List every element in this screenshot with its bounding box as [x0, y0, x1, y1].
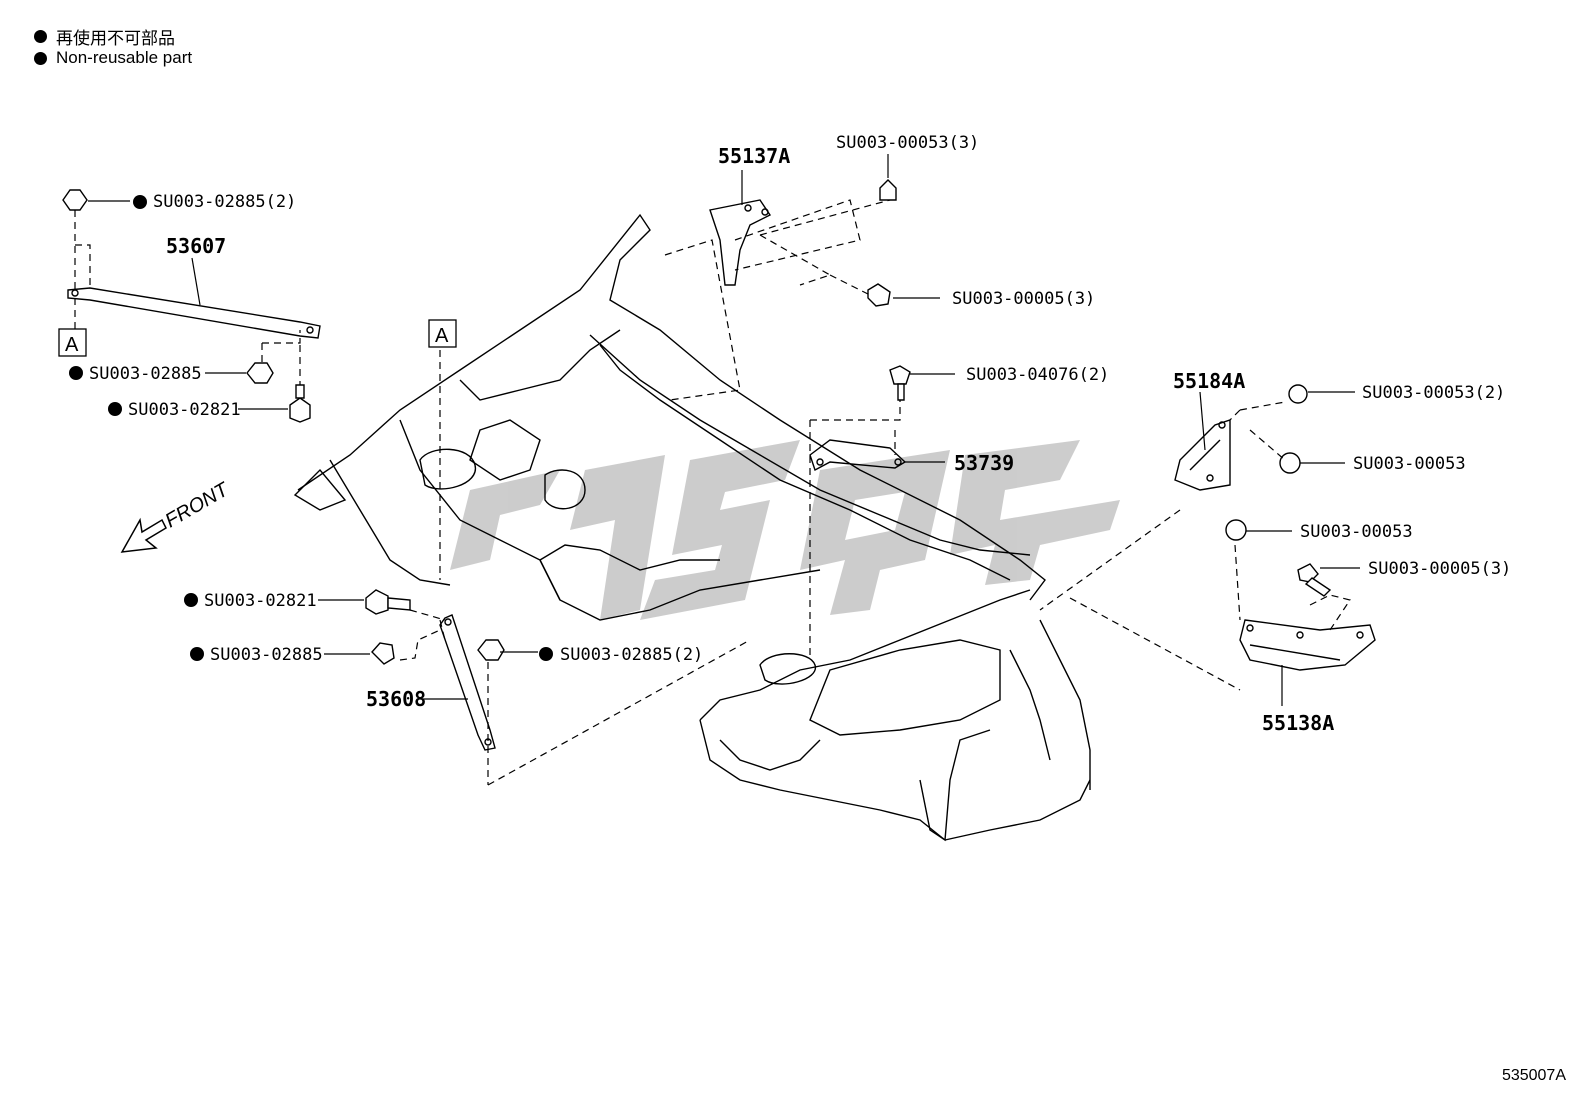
assembly-guide-lines [74, 199, 1351, 786]
front-direction-arrow: FRONT [120, 478, 234, 553]
bracket-53739 [809, 439, 907, 472]
fastener-label: SU003-02885(2) [560, 645, 703, 665]
bracket-55137A [709, 199, 772, 286]
non-reusable-dot-icon [184, 593, 198, 607]
nut-icon [371, 642, 395, 665]
non-reusable-bullet-icon [34, 30, 47, 43]
fastener-label: SU003-02821 [128, 400, 241, 420]
nut-icon [879, 179, 897, 201]
bolt-icon [897, 383, 905, 401]
non-reusable-dot-icon [133, 195, 147, 209]
part-label-53607: 53607 [166, 234, 226, 258]
callout-box-left: A [58, 328, 87, 357]
legend-item-japanese: 再使用不可部品 [34, 24, 175, 49]
non-reusable-dot-icon [69, 366, 83, 380]
nut-icon [246, 362, 274, 384]
non-reusable-dot-icon [108, 402, 122, 416]
fastener-label: SU003-02885 [89, 364, 202, 384]
fastener-label: SU003-00005(3) [952, 289, 1095, 309]
fastener-label: SU003-02821 [204, 591, 317, 611]
part-label-55184A: 55184A [1173, 369, 1245, 393]
non-reusable-bullet-icon [34, 51, 47, 65]
fastener-label: SU003-02885 [210, 645, 323, 665]
bolt-icon [889, 365, 911, 385]
fastener-label: SU003-00053(3) [836, 133, 979, 153]
diagram-code: 535007A [1501, 1067, 1566, 1084]
washer-icon [1279, 452, 1301, 474]
front-label: FRONT [162, 478, 234, 532]
part-label-55137A: 55137A [718, 144, 790, 168]
bolt-icon [387, 597, 411, 611]
fastener-labels: SU003-02885(2) SU003-02885 SU003-02821 S… [89, 133, 1511, 665]
watermark-logo [450, 440, 1120, 620]
part-label-53739: 53739 [954, 451, 1014, 475]
fastener-label: SU003-02885(2) [153, 192, 296, 212]
strut-53608 [439, 614, 496, 751]
arrow-icon [120, 517, 167, 553]
part-label-53608: 53608 [366, 687, 426, 711]
bracket-55138A [1239, 619, 1376, 671]
legend-text-japanese: 再使用不可部品 [56, 29, 175, 48]
nut-icon [62, 189, 88, 211]
fastener-label: SU003-00053 [1353, 454, 1466, 474]
fastener-label: SU003-00005(3) [1368, 559, 1511, 579]
washer-icon [1288, 384, 1308, 404]
part-label-55138A: 55138A [1262, 711, 1334, 735]
callout-box-center: A [428, 319, 457, 348]
washer-icon [1225, 519, 1247, 541]
bracket-55184A [1174, 419, 1231, 491]
bolt-icon [1297, 563, 1319, 583]
bolt-icon [295, 384, 305, 399]
legend-text-english: Non-reusable part [56, 48, 193, 67]
fastener-label: SU003-00053 [1300, 522, 1413, 542]
strut-53607 [67, 287, 321, 339]
fastener-label: SU003-04076(2) [966, 365, 1109, 385]
vehicle-body-structure [293, 213, 1091, 842]
bolt-icon [1304, 577, 1332, 597]
leader-lines [88, 154, 1360, 706]
bolt-icon [867, 283, 891, 307]
nut-icon [477, 639, 505, 661]
bolt-icon [365, 589, 389, 615]
fastener-icons [62, 179, 1332, 665]
non-reusable-dot-icon [539, 647, 553, 661]
part-labels: 53607 53608 55137A 55184A 53739 55138A [166, 144, 1334, 735]
callout-letter: A [65, 334, 79, 356]
non-reusable-markers [69, 195, 553, 661]
non-reusable-dot-icon [190, 647, 204, 661]
callout-letter: A [435, 325, 449, 347]
bolt-icon [289, 397, 311, 423]
fastener-label: SU003-00053(2) [1362, 383, 1505, 403]
legend-item-english: Non-reusable part [34, 48, 192, 68]
